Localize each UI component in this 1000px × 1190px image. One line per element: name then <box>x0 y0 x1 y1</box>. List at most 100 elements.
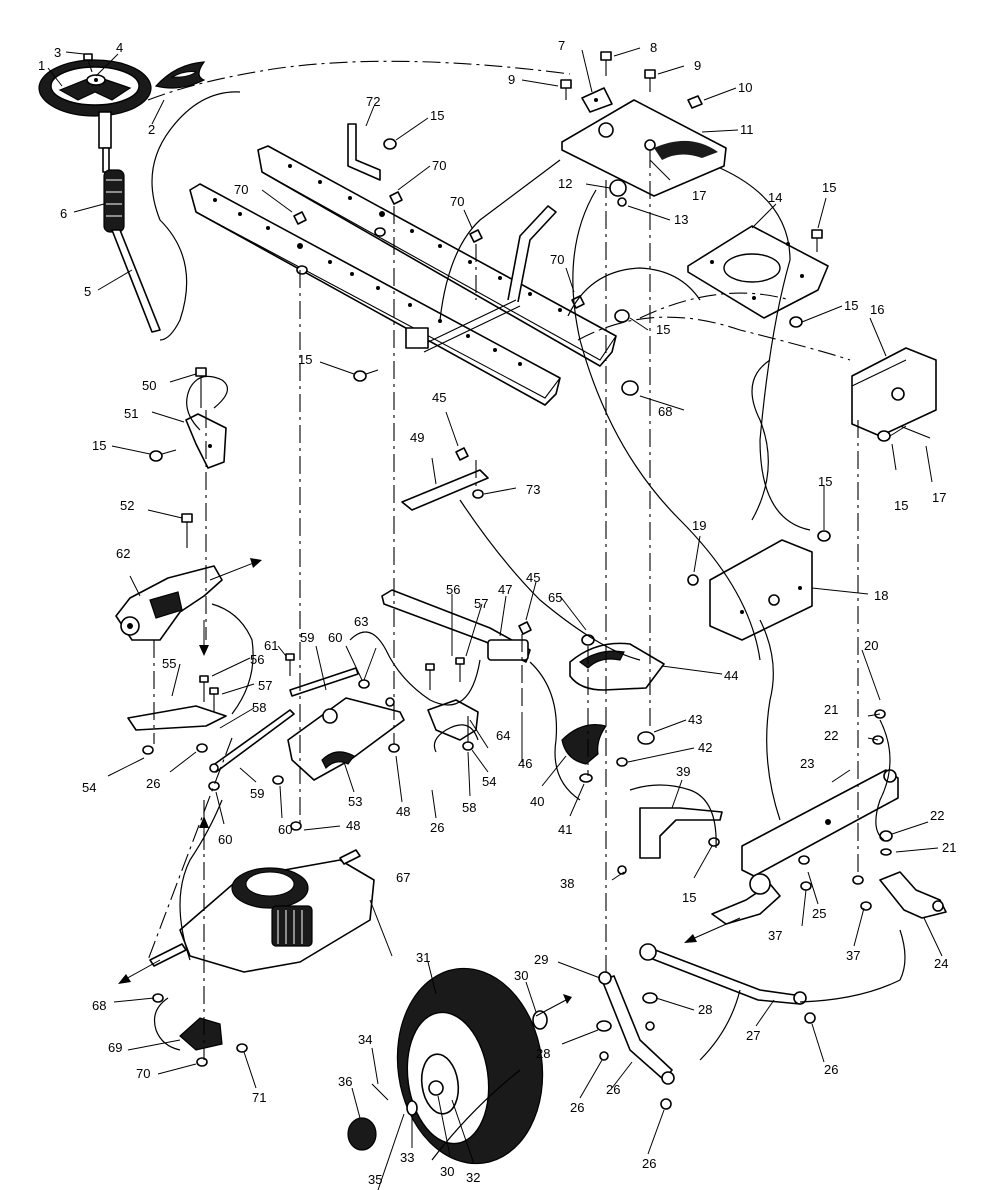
callout-22-a: 22 <box>824 728 838 743</box>
callout-53: 53 <box>348 794 362 809</box>
steering-wheel-cap <box>154 61 206 89</box>
callout-8: 8 <box>650 40 657 55</box>
tie-rod-27 <box>639 943 807 1005</box>
callout-25: 25 <box>812 906 826 921</box>
callout-60-c: 60 <box>218 832 232 847</box>
callout-58-b: 58 <box>462 800 476 815</box>
steering-shaft <box>98 111 161 333</box>
callout-35: 35 <box>368 1172 382 1187</box>
callout-59-a: 59 <box>300 630 314 645</box>
callout-28-a: 28 <box>698 1002 712 1017</box>
callout-64: 64 <box>496 728 510 743</box>
callout-1: 1 <box>38 58 45 73</box>
callout-19: 19 <box>692 518 706 533</box>
callout-71: 71 <box>252 1090 266 1105</box>
callout-70-b: 70 <box>432 158 446 173</box>
spindle-right-24 <box>879 871 947 919</box>
callout-42: 42 <box>698 740 712 755</box>
callout-17-b: 17 <box>932 490 946 505</box>
phantom-lines <box>147 60 859 1060</box>
bracket-49 <box>401 469 489 511</box>
callout-26-e: 26 <box>824 1062 838 1077</box>
callout-17-a: 17 <box>692 188 706 203</box>
plate-14 <box>687 225 829 319</box>
callout-56-a: 56 <box>250 652 264 667</box>
spindle-left <box>711 873 781 925</box>
callout-70-c: 70 <box>450 194 464 209</box>
callout-15-i: 15 <box>682 890 696 905</box>
callout-labels: 1 2 3 4 5 6 7 8 9 9 10 11 12 13 14 15 15… <box>38 38 956 1187</box>
callout-15-f: 15 <box>92 438 106 453</box>
callout-50: 50 <box>142 378 156 393</box>
callout-16: 16 <box>870 302 884 317</box>
frame-rail-left <box>189 183 561 406</box>
callout-33: 33 <box>400 1150 414 1165</box>
drag-link-29 <box>598 971 675 1085</box>
callout-43: 43 <box>688 712 702 727</box>
callout-54-b: 54 <box>482 774 496 789</box>
callout-26-a: 26 <box>146 776 160 791</box>
callout-26-f: 26 <box>642 1156 656 1171</box>
bracket-72 <box>347 123 381 181</box>
callout-70-a: 70 <box>234 182 248 197</box>
steering-support-plate <box>561 99 727 197</box>
callout-11: 11 <box>740 122 754 137</box>
callout-15-g: 15 <box>894 498 908 513</box>
callout-26-b: 26 <box>430 820 444 835</box>
callout-14: 14 <box>768 190 782 205</box>
callout-58-a: 58 <box>252 700 266 715</box>
steering-gear-62 <box>115 565 223 641</box>
callout-67: 67 <box>396 870 410 885</box>
brake-bracket-53 <box>287 697 405 781</box>
callout-30-b: 30 <box>440 1164 454 1179</box>
callout-55: 55 <box>162 656 176 671</box>
callout-3: 3 <box>54 45 61 60</box>
callout-51: 51 <box>124 406 138 421</box>
steering-wheel-bolt <box>83 53 93 73</box>
callout-15-b: 15 <box>822 180 836 195</box>
front-axle-23 <box>741 769 899 877</box>
callout-41: 41 <box>558 822 572 837</box>
cam-plate-40 <box>561 724 608 765</box>
callout-49: 49 <box>410 430 424 445</box>
callout-23: 23 <box>800 756 814 771</box>
callout-61: 61 <box>264 638 278 653</box>
callout-63: 63 <box>354 614 368 629</box>
callout-48-a: 48 <box>396 804 410 819</box>
callout-57-b: 57 <box>474 596 488 611</box>
connection-curves <box>151 91 906 1161</box>
bracket-69 <box>179 1017 223 1051</box>
callout-52: 52 <box>120 498 134 513</box>
callout-30-a: 30 <box>514 968 528 983</box>
callout-62: 62 <box>116 546 130 561</box>
frame-rail-right <box>257 145 617 367</box>
callout-54-a: 54 <box>82 780 96 795</box>
callout-9a: 9 <box>508 72 515 87</box>
callout-13: 13 <box>674 212 688 227</box>
callout-15-e: 15 <box>298 352 312 367</box>
callout-15-a: 15 <box>430 108 444 123</box>
callout-27: 27 <box>746 1028 760 1043</box>
steering-bracket-7 <box>581 87 613 113</box>
callout-72: 72 <box>366 94 380 109</box>
callout-70-e: 70 <box>136 1066 150 1081</box>
callout-57-a: 57 <box>258 678 272 693</box>
callout-28-b: 28 <box>536 1046 550 1061</box>
callout-26-c: 26 <box>570 1100 584 1115</box>
callout-15-h: 15 <box>818 474 832 489</box>
callout-59-b: 59 <box>250 786 264 801</box>
hub-cap-36 <box>347 1117 377 1151</box>
transaxle-67 <box>149 849 375 973</box>
direction-arrows <box>118 558 741 1017</box>
callout-29: 29 <box>534 952 548 967</box>
callout-22-b: 22 <box>930 808 944 823</box>
callout-70-d: 70 <box>550 252 564 267</box>
callout-2: 2 <box>148 122 155 137</box>
callout-21-a: 21 <box>824 702 838 717</box>
callout-5: 5 <box>84 284 91 299</box>
callout-6: 6 <box>60 206 67 221</box>
callout-15-c: 15 <box>844 298 858 313</box>
brake-rod-47 <box>381 589 531 663</box>
callout-46: 46 <box>518 756 532 771</box>
